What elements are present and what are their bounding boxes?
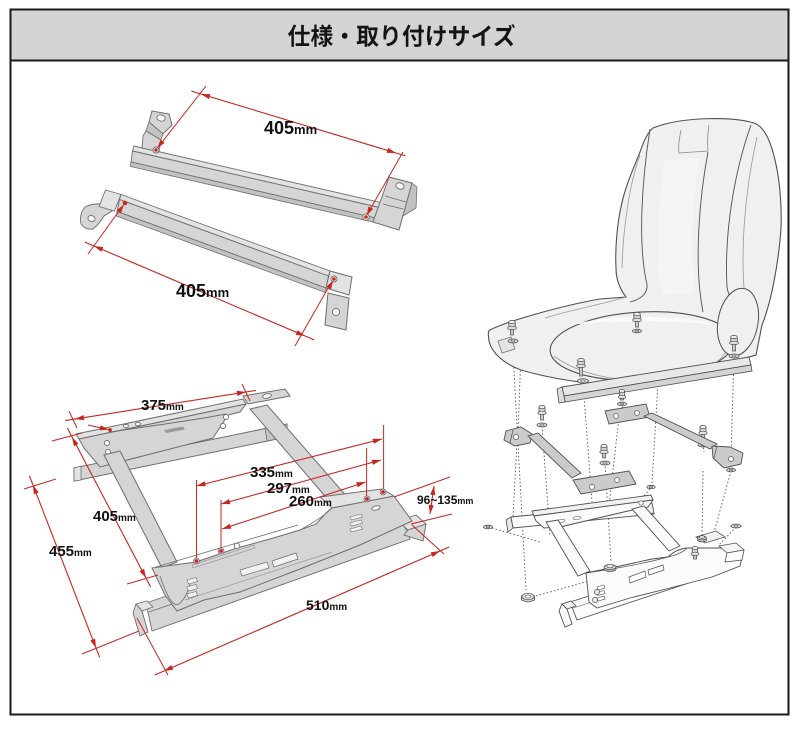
svg-text:405mm: 405mm — [176, 281, 229, 301]
svg-text:405mm: 405mm — [93, 508, 136, 525]
svg-text:96~135mm: 96~135mm — [417, 493, 473, 507]
svg-text:335mm: 335mm — [250, 464, 293, 481]
svg-text:297mm: 297mm — [267, 480, 310, 497]
svg-text:405mm: 405mm — [264, 118, 317, 138]
svg-text:375mm: 375mm — [141, 397, 184, 414]
svg-text:260mm: 260mm — [289, 493, 332, 510]
svg-text:455mm: 455mm — [49, 543, 92, 560]
